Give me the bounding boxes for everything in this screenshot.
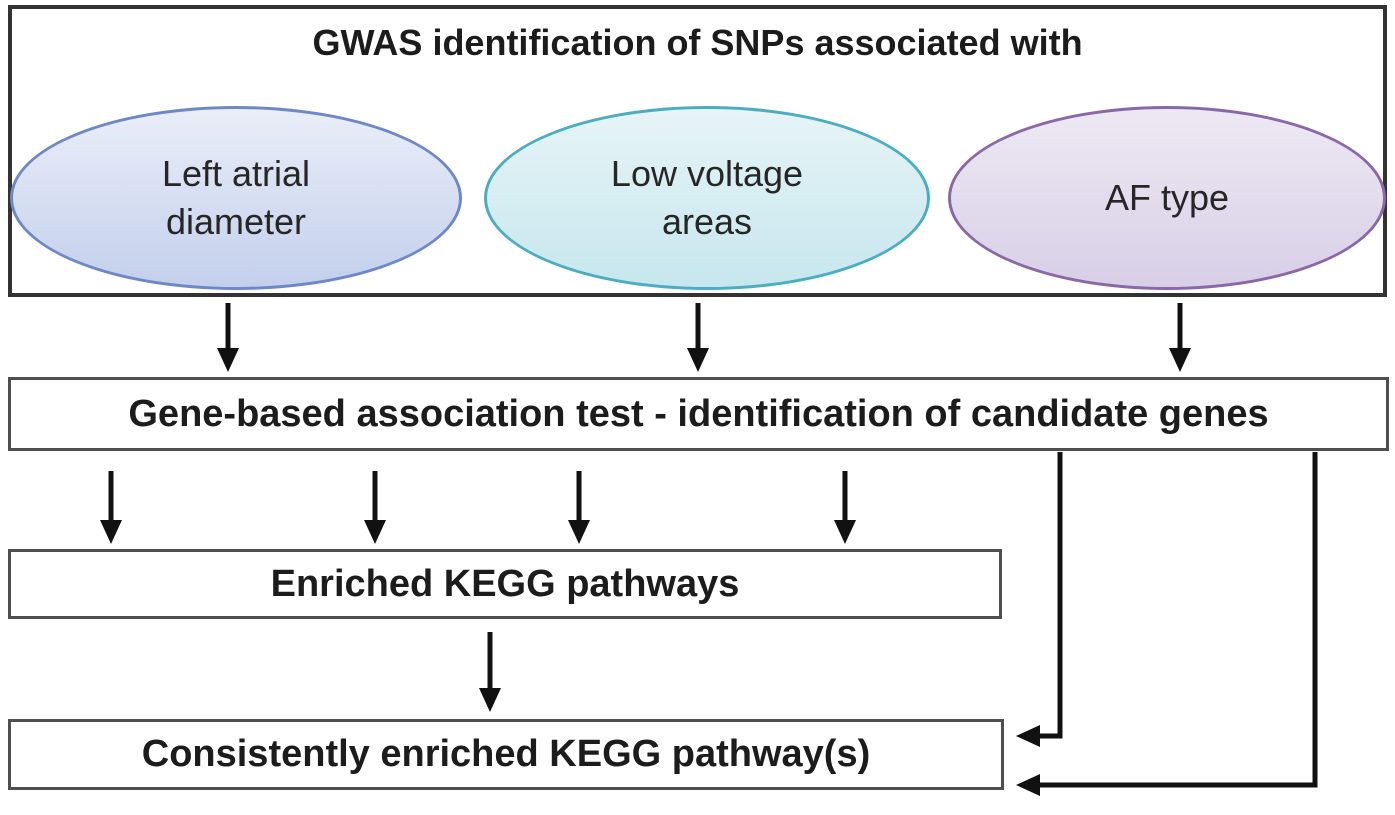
consistently-enriched-kegg-box: Consistently enriched KEGG pathway(s) (8, 719, 1004, 790)
ellipse-low-voltage-areas-label: Low voltage areas (610, 153, 804, 242)
gene-based-association-box: Gene-based association test - identifica… (8, 377, 1389, 451)
consistently-enriched-kegg-label: Consistently enriched KEGG pathway(s) (141, 733, 871, 775)
enriched-kegg-pathways-box: Enriched KEGG pathways (8, 549, 1002, 619)
ellipse-low-voltage-areas: Low voltage areas (484, 106, 930, 290)
ellipse-af-type: AF type (948, 106, 1386, 290)
arrow-gene-test-to-consistent-elbow-2 (1016, 452, 1318, 796)
ellipse-left-atrial-diameter-label: Left atrial diameter (161, 153, 311, 242)
arrow-gene-test-to-consistent-elbow-1 (1016, 452, 1063, 747)
ellipse-left-atrial-diameter: Left atrial diameter (10, 106, 462, 290)
enriched-kegg-pathways-label: Enriched KEGG pathways (270, 562, 740, 605)
ellipse-af-type-label: AF type (1104, 177, 1230, 219)
gwas-title: GWAS identification of SNPs associated w… (312, 22, 1083, 63)
gene-based-association-label: Gene-based association test - identifica… (128, 392, 1269, 435)
